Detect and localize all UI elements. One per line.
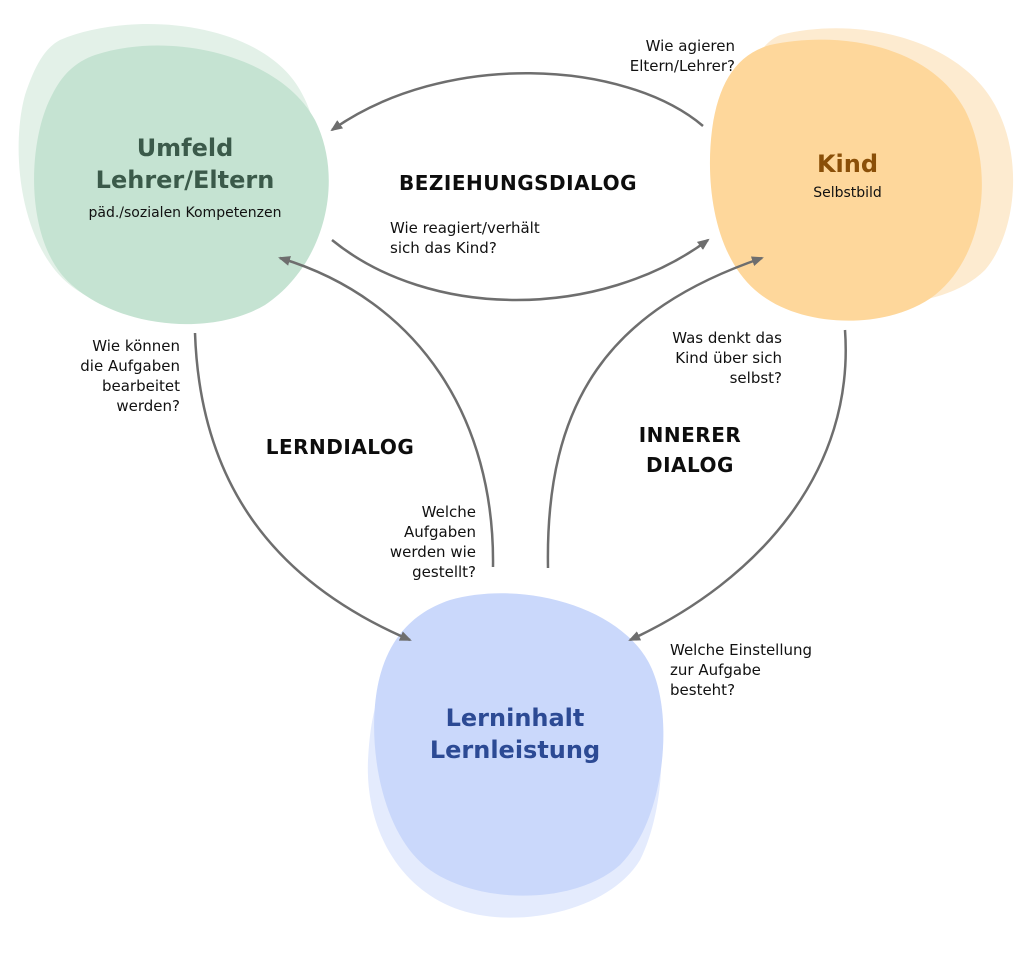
question-line: Wie reagiert/verhält (390, 219, 540, 237)
lern-title-line1: Lerninhalt (445, 704, 585, 732)
question-line: Eltern/Lehrer? (629, 57, 735, 75)
umfeld-title-line2: Lehrer/Eltern (95, 166, 275, 194)
question-line: Welche Einstellung (670, 641, 813, 659)
innerer-dialog-label: INNERER DIALOG (610, 420, 770, 480)
umfeld-title-line1: Umfeld (136, 134, 234, 162)
question-line: zur Aufgabe (670, 661, 761, 679)
question-line: die Aufgaben (80, 357, 180, 375)
beziehungsdialog-label: BEZIEHUNGSDIALOG (398, 171, 638, 195)
question-line: Wie können (92, 337, 180, 355)
question-line: besteht? (670, 681, 736, 699)
lern-title-line2: Lernleistung (429, 736, 601, 764)
kind-node-label: Kind Selbstbild (760, 148, 935, 202)
arrow-kind-to-umfeld (330, 72, 704, 132)
arrow-kind-to-lernen (628, 329, 847, 642)
question-eltern-agieren: Wie agieren Eltern/Lehrer? (570, 36, 735, 76)
question-line: gestellt? (412, 563, 476, 581)
kind-title: Kind (816, 150, 879, 178)
kind-subtitle: Selbstbild (813, 185, 882, 201)
lern-node-label: Lerninhalt Lernleistung (405, 702, 625, 766)
lern-blob (374, 593, 664, 896)
umfeld-blob (34, 45, 329, 325)
question-line: Kind über sich (675, 349, 782, 367)
question-line: selbst? (729, 369, 782, 387)
question-line: Wie agieren (645, 37, 735, 55)
question-einstellung: Welche Einstellung zur Aufgabe besteht? (670, 640, 850, 700)
question-line: werden? (116, 397, 180, 415)
question-line: Aufgaben (403, 523, 476, 541)
umfeld-subtitle: päd./sozialen Kompetenzen (88, 205, 282, 221)
arrow-umfeld-to-lernen (193, 332, 412, 642)
umfeld-node-label: Umfeld Lehrer/Eltern päd./sozialen Kompe… (60, 132, 310, 222)
innerer-dialog-line2: DIALOG (646, 453, 734, 477)
question-line: werden wie (389, 543, 476, 561)
kind-blob (709, 39, 982, 321)
question-line: Was denkt das (672, 329, 782, 347)
question-kind-reagiert: Wie reagiert/verhält sich das Kind? (390, 218, 590, 258)
question-kind-denkt: Was denkt das Kind über sich selbst? (630, 328, 782, 388)
question-line: bearbeitet (101, 377, 180, 395)
question-aufgaben-bearbeitet: Wie können die Aufgaben bearbeitet werde… (40, 336, 180, 416)
question-line: sich das Kind? (390, 239, 497, 257)
question-aufgaben-gestellt: Welche Aufgaben werden wie gestellt? (350, 502, 476, 582)
arrow-lernen-to-umfeld (278, 256, 495, 568)
question-line: Welche (421, 503, 476, 521)
arrow-umfeld-to-kind (331, 238, 710, 302)
lerndialog-label: LERNDIALOG (265, 435, 415, 459)
arrow-lernen-to-kind (546, 256, 764, 569)
innerer-dialog-line1: INNERER (638, 423, 742, 447)
